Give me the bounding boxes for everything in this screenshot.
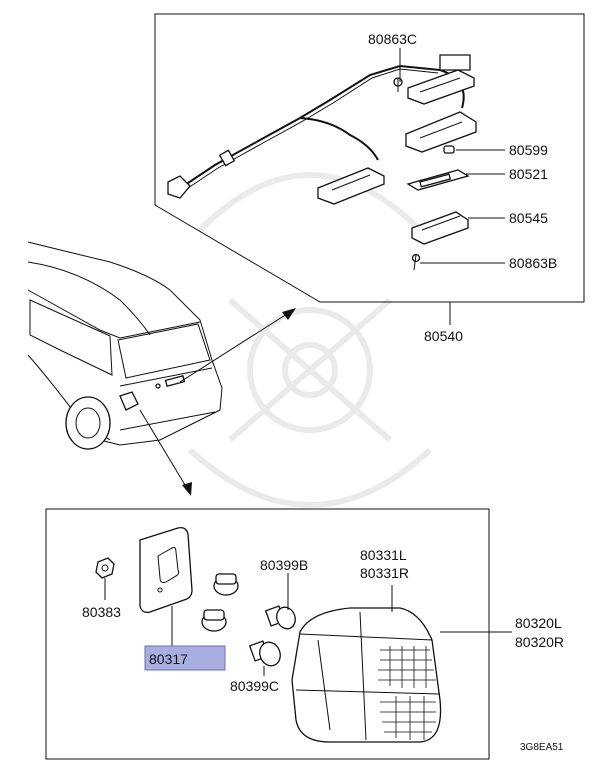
arrow-to-taillight — [139, 409, 192, 496]
socket-lower — [201, 609, 227, 632]
screw-80863C — [393, 77, 403, 92]
part-label-80399C: 80399C — [230, 678, 279, 694]
part-label-80599: 80599 — [509, 142, 548, 158]
watermark-emblem — [187, 172, 433, 508]
taillight-lens — [291, 607, 442, 743]
part-label-80399B: 80399B — [260, 557, 308, 573]
gasket-80521 — [406, 169, 470, 191]
screw-80863B — [411, 253, 421, 271]
part-label-80545: 80545 — [509, 210, 548, 226]
part-label-80521: 80521 — [509, 166, 548, 182]
part-label-80540: 80540 — [424, 328, 463, 344]
vehicle-rear-illustration — [27, 241, 223, 450]
wiring-harness — [167, 54, 471, 199]
part-label-80383: 80383 — [82, 604, 121, 620]
bulb-80599 — [443, 145, 455, 154]
arrow-to-license-light — [179, 308, 296, 383]
lamp-housing-left — [317, 167, 385, 205]
part-label-80320L: 80320L — [515, 615, 562, 631]
socket-upper — [213, 573, 239, 596]
part-label-80331R: 80331R — [360, 565, 409, 581]
nut-80383 — [95, 557, 115, 579]
lamp-housing-right — [405, 111, 477, 153]
taillight-box — [45, 508, 490, 760]
bulb-80399B — [264, 605, 296, 630]
part-label-80863B: 80863B — [509, 255, 557, 271]
gasket-80317 — [139, 526, 193, 614]
part-label-80317: 80317 — [149, 651, 188, 667]
license-light-box — [154, 13, 585, 303]
diagram-code: 3G8EA51 — [520, 742, 564, 753]
part-label-80863C: 80863C — [368, 31, 417, 47]
part-label-80331L: 80331L — [360, 547, 407, 563]
lens-80545 — [411, 211, 469, 245]
lamp-housing-right-top — [407, 69, 475, 105]
bulb-80399C — [248, 640, 281, 667]
part-label-80320R: 80320R — [515, 634, 564, 650]
highlight-80317 — [144, 645, 226, 671]
